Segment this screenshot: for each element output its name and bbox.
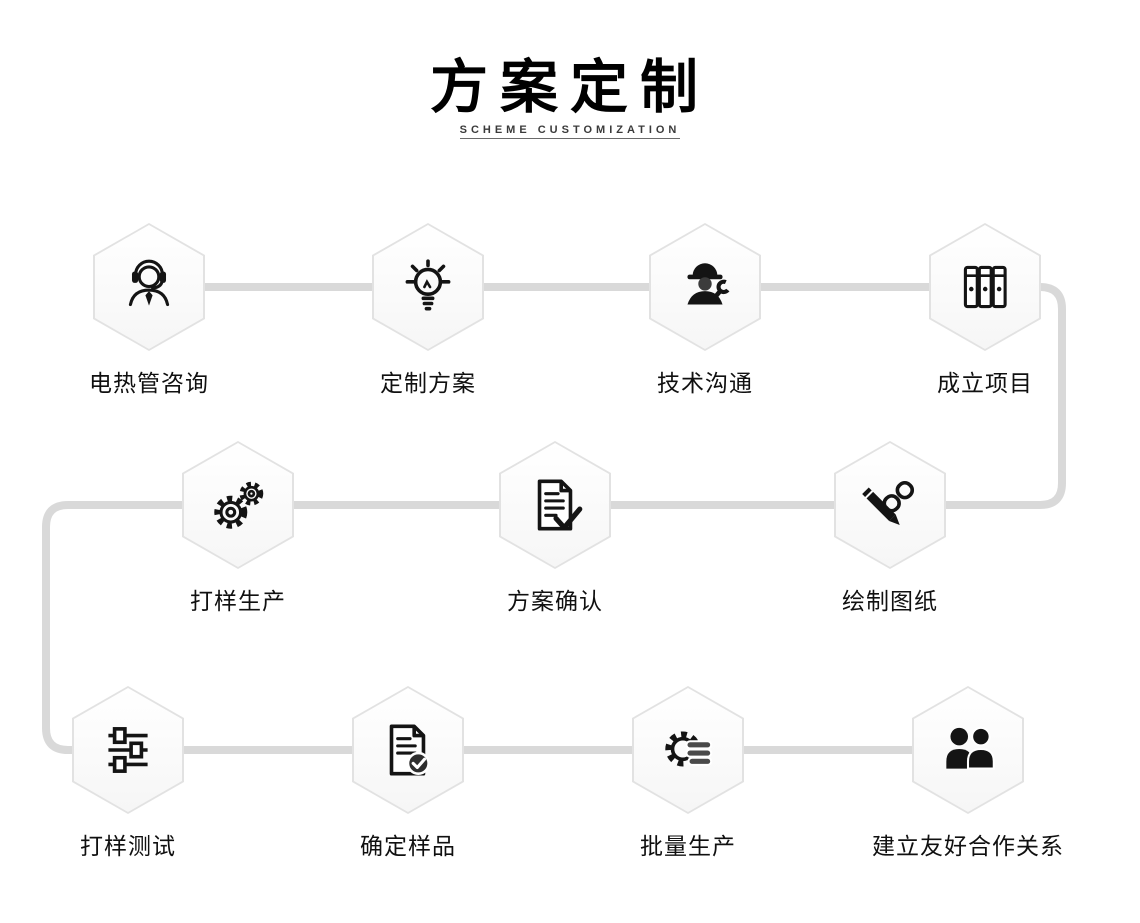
step-mass-production xyxy=(632,686,744,814)
gears-icon xyxy=(214,481,264,529)
step-label-consultation: 电热管咨询 xyxy=(89,370,209,396)
page-subtitle-wrap: SCHEME CUSTOMIZATION xyxy=(0,120,1140,139)
step-custom-scheme xyxy=(372,223,484,351)
step-label-sample-production: 打样生产 xyxy=(190,588,286,614)
pencil-link-icon xyxy=(862,480,915,526)
page-title: 方案定制 xyxy=(429,55,710,120)
page-subtitle: SCHEME CUSTOMIZATION xyxy=(459,124,681,139)
step-technical-communication xyxy=(649,223,761,351)
step-label-custom-scheme: 定制方案 xyxy=(380,370,476,396)
step-scheme-confirmation xyxy=(499,441,611,569)
partnership-people-icon xyxy=(946,726,995,770)
sliders-icon xyxy=(108,727,148,773)
step-label-technical-communication: 技术沟通 xyxy=(657,370,753,396)
binders-icon xyxy=(963,265,1007,309)
step-sample-confirmation xyxy=(352,686,464,814)
step-label-mass-production: 批量生产 xyxy=(640,833,736,859)
step-consultation xyxy=(93,223,205,351)
document-check-icon xyxy=(537,479,583,531)
step-label-partnership: 建立友好合作关系 xyxy=(872,833,1064,859)
step-drawing xyxy=(834,441,946,569)
technician-wrench-icon xyxy=(687,263,731,305)
step-sample-testing xyxy=(72,686,184,814)
step-sample-production xyxy=(182,441,294,569)
step-partnership xyxy=(912,686,1024,814)
step-label-sample-testing: 打样测试 xyxy=(80,833,176,859)
lightbulb-icon xyxy=(405,259,451,311)
document-approved-icon xyxy=(389,724,430,776)
headset-agent-icon xyxy=(128,259,170,307)
step-label-sample-confirmation: 确定样品 xyxy=(360,833,456,859)
step-label-drawing: 绘制图纸 xyxy=(842,588,938,614)
step-project-setup xyxy=(929,223,1041,351)
gear-lines-icon xyxy=(665,731,713,767)
step-label-project-setup: 成立项目 xyxy=(937,370,1033,396)
step-label-scheme-confirmation: 方案确认 xyxy=(507,588,603,614)
